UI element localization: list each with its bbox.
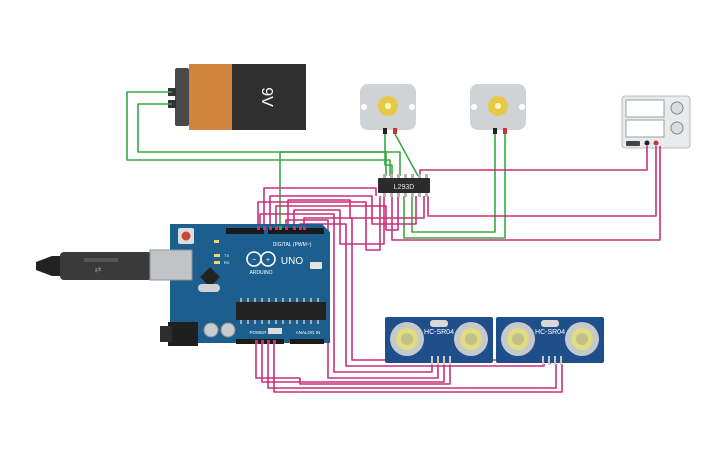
power-supply[interactable]	[621, 95, 691, 149]
ultrasonic-sensor-1[interactable]: HC-SR04	[385, 317, 493, 365]
arduino-logo-text: ARDUINO	[249, 270, 272, 276]
ultrasonic-sensor-2[interactable]: HC-SR04	[496, 317, 604, 365]
usb-icon: ⇄	[95, 265, 102, 274]
reset-button[interactable]	[181, 231, 191, 241]
arduino-uno-board[interactable]: DIGITAL (PWM~) − + ARDUINO UNO TX RX	[149, 224, 330, 346]
battery-9v[interactable]: 9V	[168, 64, 306, 130]
l293d-driver[interactable]: L293D	[378, 174, 430, 197]
sensor-2-label: HC-SR04	[535, 329, 565, 336]
sensor-1-label: HC-SR04	[424, 329, 454, 336]
wires	[126, 91, 661, 393]
dc-motor-1[interactable]	[360, 84, 416, 134]
dc-motor-2[interactable]	[470, 84, 526, 134]
svg-text:−: −	[252, 257, 256, 264]
analog-label: ANALOG IN	[296, 330, 321, 335]
tx-label: TX	[224, 253, 229, 258]
arduino-logo-icon: − +	[246, 251, 276, 267]
digital-label: DIGITAL (PWM~)	[273, 242, 312, 248]
arduino-model: UNO	[281, 256, 303, 267]
svg-text:+: +	[266, 257, 270, 264]
battery-label: 9V	[258, 87, 275, 107]
driver-label: L293D	[394, 184, 415, 191]
power-label: POWER	[249, 330, 267, 335]
rx-label: RX	[224, 260, 230, 265]
